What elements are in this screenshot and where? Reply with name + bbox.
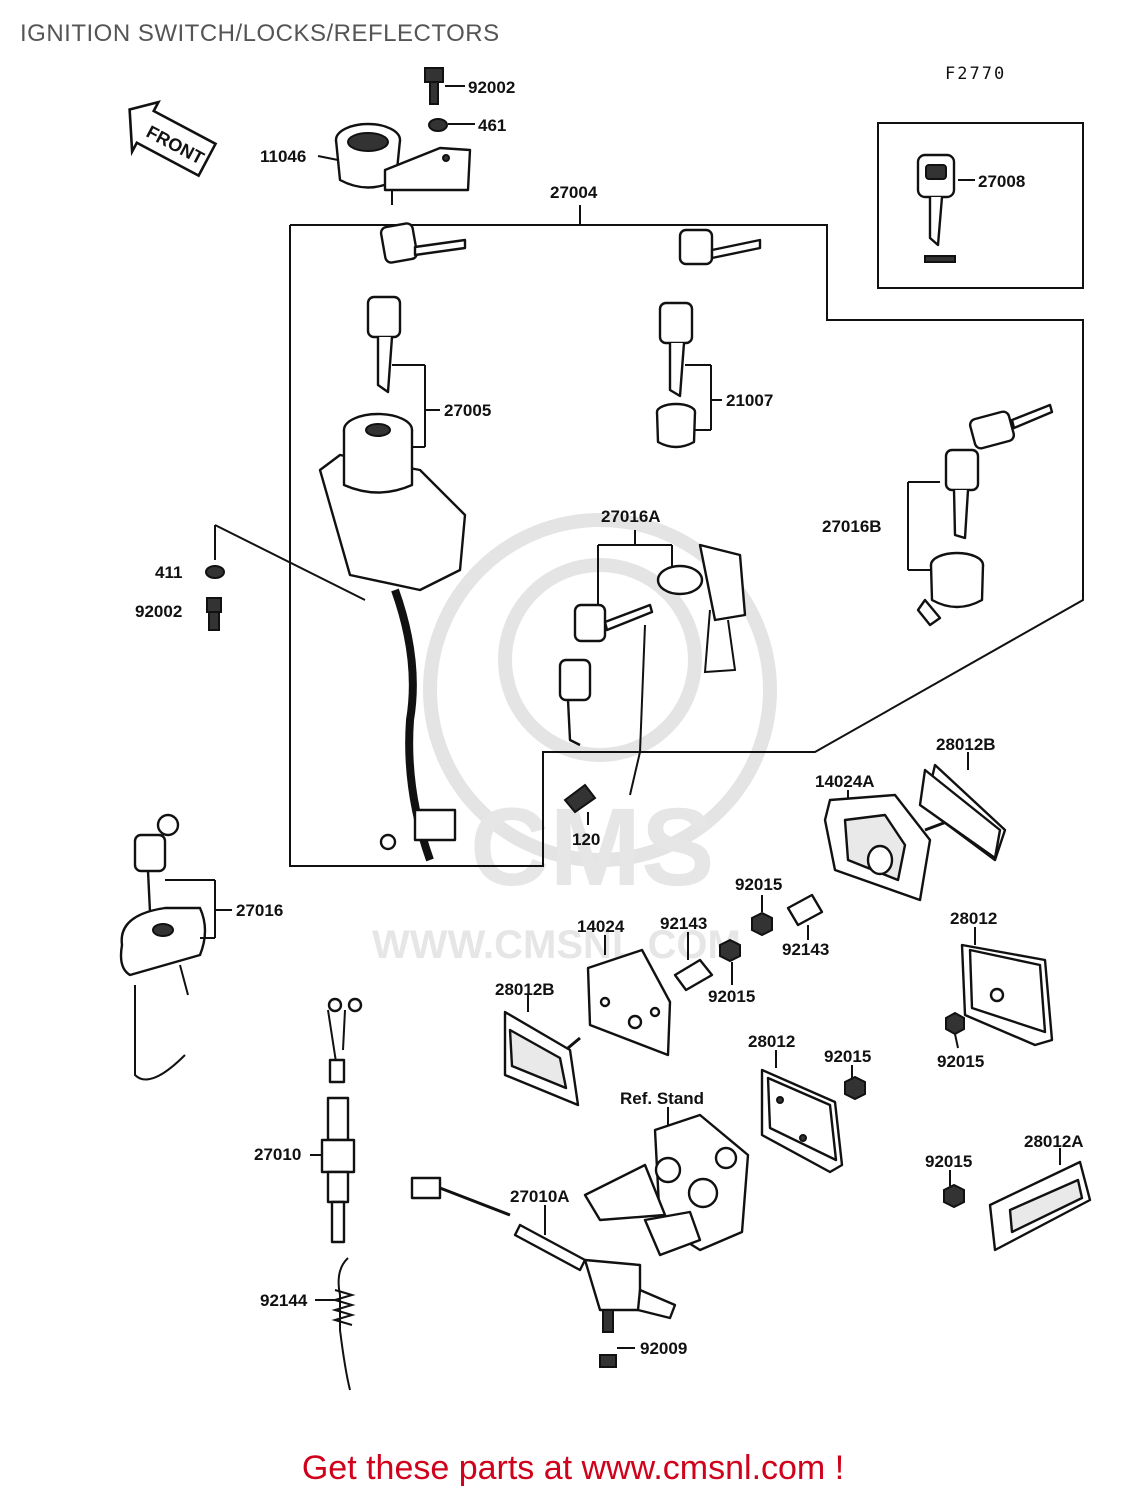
lock-27016B [907,403,1054,627]
reflector-28012A [988,1148,1092,1252]
callout-92002-left: 92002 [135,602,182,621]
callout-ref-stand: Ref. Stand [620,1089,704,1108]
reflector-28012B-left [503,995,581,1107]
washer-461 [428,118,475,132]
callout-92015-c: 92015 [937,1052,984,1071]
nut-92015-a [751,895,773,937]
reflector-bracket-14024A [823,790,966,902]
callout-120: 120 [572,830,600,849]
callout-92015-e: 92015 [925,1152,972,1171]
figure-code: F2770 [945,64,1007,84]
ignition-switch [318,412,467,862]
callout-27010A: 27010A [510,1187,570,1206]
callout-92015-a: 92015 [735,875,782,894]
stand-plate [583,1107,750,1257]
key-27008 [916,153,975,263]
promo-footer-link[interactable]: Get these parts at www.cmsnl.com ! [301,1449,845,1487]
callout-27016: 27016 [236,901,283,920]
lock-27016A [558,530,747,796]
callout-461: 461 [478,116,506,135]
callout-11046: 11046 [260,147,306,166]
callout-27010: 27010 [254,1145,301,1164]
screw-120 [563,783,597,825]
callout-27004: 27004 [550,183,598,202]
callout-411: 411 [155,563,182,582]
callout-92015-d: 92015 [824,1047,871,1066]
callout-28012B-top: 28012B [936,735,996,754]
callout-27016B: 27016B [822,517,882,536]
callout-27005: 27005 [444,401,491,420]
key-21007 [655,228,762,449]
washer-411 [205,524,366,601]
nut-92015-d [844,1065,866,1101]
bolt-92009 [599,1309,635,1368]
front-arrow-icon: FRONT [128,100,218,178]
callout-92143-b: 92143 [782,940,829,959]
switch-27010 [310,997,363,1244]
spring-92144 [315,1257,356,1391]
key-27008-box [877,122,1084,289]
watermark: CMS WWW.CMSNL.COM [372,513,777,967]
reflector-28012-mid [760,1050,844,1174]
callout-14024: 14024 [577,917,625,936]
callout-92009: 92009 [640,1339,687,1358]
reflector-28012-right [945,927,1054,1049]
collar-92143-a [673,932,714,992]
callout-27016A: 27016A [601,507,661,526]
reflector-28012B-top [918,752,1007,862]
watermark-url: WWW.CMSNL.COM [372,923,741,967]
watermark-brand: CMS [470,786,714,909]
diagram-title: IGNITION SWITCH/LOCKS/REFLECTORS [20,20,500,47]
key-27005 [366,222,467,448]
switch-27010A [410,1176,677,1320]
collar-92143-b [786,893,824,940]
nut-92015-b [719,938,741,985]
callout-28012-mid: 28012 [748,1032,795,1051]
callout-92144: 92144 [260,1291,308,1310]
callout-92002-top: 92002 [468,78,515,97]
helmet-lock-27016 [119,813,232,1081]
bracket-14024 [586,935,672,1057]
bolt-92002-top [424,67,465,105]
nut-92015-e [943,1170,965,1209]
callout-92015-b: 92015 [708,987,755,1006]
cover-11046 [317,122,472,205]
callout-14024A: 14024A [815,772,875,791]
callout-28012-right: 28012 [950,909,997,928]
callout-28012B-left: 28012B [495,980,555,999]
callout-labels: 92002 461 11046 27004 27008 27005 21007 … [135,78,1084,1358]
callout-21007: 21007 [726,391,773,410]
bolt-92002-left [206,525,222,631]
kit-outline [289,205,1084,867]
callout-92143-a: 92143 [660,914,707,933]
callout-27008: 27008 [978,172,1025,191]
callout-28012A: 28012A [1024,1132,1084,1151]
